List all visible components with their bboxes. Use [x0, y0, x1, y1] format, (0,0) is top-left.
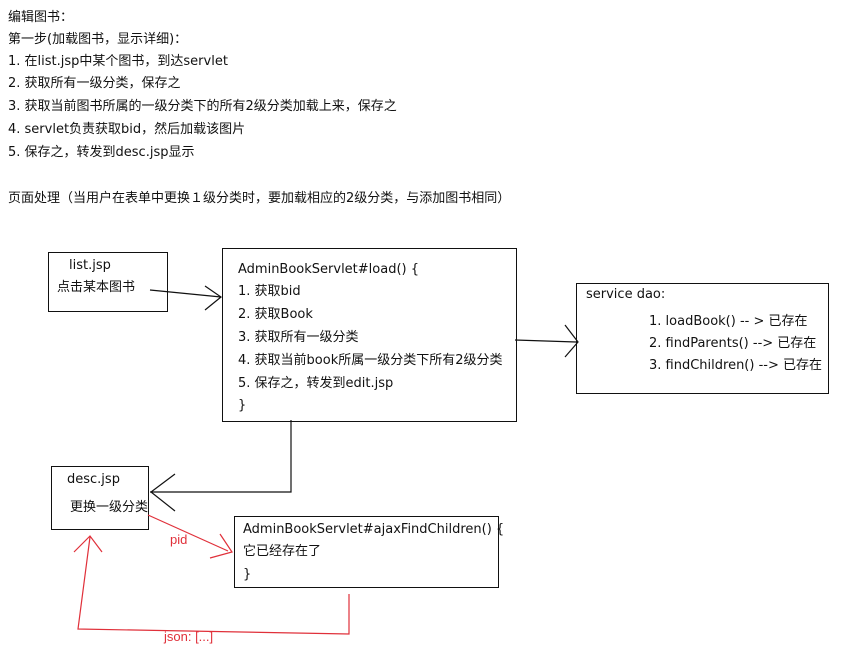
servlet-load-line-4: 4. 获取当前book所属一级分类下所有2级分类 — [238, 353, 503, 368]
desc-jsp-label: 更换一级分类 — [70, 500, 149, 515]
arrow-servlet-to-desc — [150, 420, 292, 493]
note-item-2: 2. 获取所有一级分类，保存之 — [8, 76, 181, 91]
arrow-servlet-to-service — [514, 339, 577, 343]
arrowhead-servlet-to-desc — [150, 473, 176, 512]
ajax-footer: } — [243, 567, 252, 582]
arrowhead-ajax-to-desc — [73, 535, 103, 553]
servlet-load-box: AdminBookServlet#load() { 1. 获取bid 2. 获取… — [222, 248, 517, 422]
servlet-load-line-2: 2. 获取Book — [238, 307, 313, 322]
note-step1: 第一步(加载图书，显示详细)： — [8, 32, 188, 47]
note-title: 编辑图书： — [8, 10, 74, 25]
ajax-line: 它已经存在了 — [243, 544, 322, 559]
servlet-load-line-3: 3. 获取所有一级分类 — [238, 330, 359, 345]
desc-jsp-box: desc.jsp 更换一级分类 — [51, 466, 149, 530]
arrow-desc-to-ajax — [147, 514, 229, 552]
service-dao-box: service dao: 1. loadBook() -- > 已存在 2. f… — [576, 283, 829, 394]
label-json: json: [...] — [163, 629, 213, 644]
ajax-find-children-box: AdminBookServlet#ajaxFindChildren() { 它已… — [234, 516, 504, 588]
servlet-load-line-1: 1. 获取bid — [238, 284, 301, 299]
arrowhead-list-to-servlet — [204, 285, 223, 311]
note-item-3: 3. 获取当前图书所属的一级分类下的所有2级分类加载上来，保存之 — [8, 99, 397, 114]
service-dao-line-1: 1. loadBook() -- > 已存在 — [649, 314, 808, 329]
note-item-1: 1. 在list.jsp中某个图书，到达servlet — [8, 54, 228, 69]
ajax-header: AdminBookServlet#ajaxFindChildren() { — [243, 522, 505, 537]
service-dao-title: service dao: — [586, 287, 666, 302]
list-jsp-box: list.jsp 点击某本图书 — [48, 252, 168, 312]
servlet-load-footer: } — [238, 398, 247, 413]
servlet-load-line-5: 5. 保存之，转发到edit.jsp — [238, 376, 394, 391]
desc-jsp-title: desc.jsp — [67, 472, 120, 487]
arrow-ajax-to-desc — [77, 536, 350, 635]
arrowhead-desc-to-ajax — [209, 533, 233, 559]
label-pid: pid — [170, 532, 187, 547]
arrow-list-to-servlet — [149, 289, 222, 298]
note-item-4: 4. servlet负责获取bid，然后加载该图片 — [8, 122, 246, 137]
service-dao-line-3: 3. findChildren() --> 已存在 — [649, 358, 822, 373]
list-jsp-label: 点击某本图书 — [57, 280, 136, 295]
note-page-handling: 页面处理（当用户在表单中更换１级分类时，要加载相应的2级分类，与添加图书相同） — [8, 191, 511, 206]
servlet-load-header: AdminBookServlet#load() { — [238, 262, 420, 277]
list-jsp-title: list.jsp — [69, 258, 111, 273]
note-item-5: 5. 保存之，转发到desc.jsp显示 — [8, 145, 195, 160]
arrowhead-servlet-to-service — [564, 324, 579, 358]
service-dao-line-2: 2. findParents() --> 已存在 — [649, 336, 817, 351]
